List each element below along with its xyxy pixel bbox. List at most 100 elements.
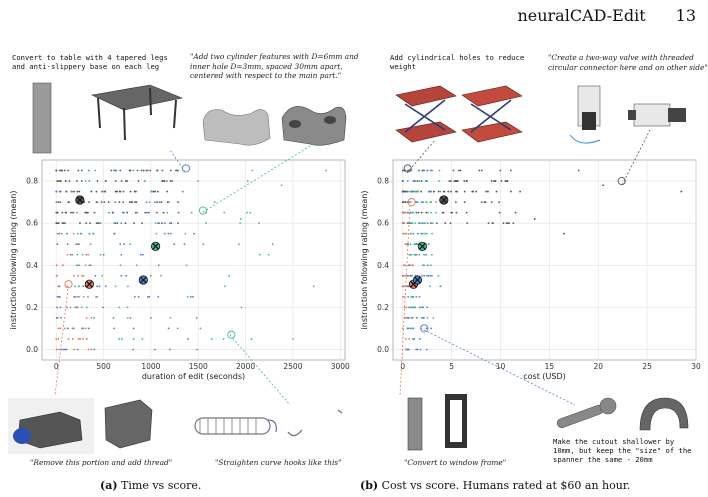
scatter-point bbox=[89, 222, 92, 225]
callout-hooks: "Straighten curve hooks like this" bbox=[215, 458, 342, 467]
scatter-point bbox=[120, 338, 123, 340]
scatter-point bbox=[61, 211, 64, 214]
bolt-thread-image bbox=[104, 399, 153, 449]
scatter-point bbox=[69, 253, 72, 256]
scatter-point bbox=[237, 243, 240, 246]
scatter-point bbox=[177, 211, 180, 214]
scatter-point bbox=[87, 327, 90, 330]
scatter-point bbox=[76, 253, 79, 256]
scatter-point bbox=[466, 180, 468, 182]
scatter-point bbox=[58, 295, 60, 298]
scatter-point bbox=[426, 274, 428, 277]
scatter-point bbox=[430, 211, 432, 214]
scatter-point bbox=[101, 190, 103, 193]
scatter-point bbox=[416, 180, 419, 182]
scatter-point bbox=[56, 243, 59, 246]
valve-image bbox=[569, 85, 686, 144]
scatter-point bbox=[63, 327, 66, 330]
scatter-point bbox=[149, 274, 152, 277]
scatter-point bbox=[426, 169, 429, 172]
scatter-point bbox=[94, 169, 97, 172]
scatter-point bbox=[127, 285, 129, 288]
scatter-point bbox=[163, 222, 166, 225]
scatter-point bbox=[412, 232, 415, 235]
scatter-point bbox=[90, 264, 92, 267]
scatter-point bbox=[420, 201, 423, 204]
scatter-point bbox=[487, 222, 490, 225]
header-title: neuralCAD-Edit bbox=[517, 6, 646, 25]
scatter-point bbox=[129, 169, 132, 172]
scatter-point bbox=[420, 274, 423, 277]
scatter-point bbox=[411, 316, 413, 319]
caption-b: (b) Cost vs score. Humans rated at $60 a… bbox=[360, 479, 630, 492]
scatter-point bbox=[161, 169, 164, 172]
scatter-point bbox=[123, 243, 125, 246]
scatter-point bbox=[495, 190, 498, 193]
scatter-point bbox=[459, 169, 462, 172]
scatter-point bbox=[87, 295, 89, 298]
scatter-point bbox=[76, 264, 78, 267]
scatter-point bbox=[407, 327, 410, 330]
scatter-point bbox=[196, 348, 198, 351]
scatter-point bbox=[82, 338, 84, 340]
scatter-point bbox=[416, 190, 419, 193]
scatter-point bbox=[116, 190, 118, 193]
scatter-point bbox=[66, 285, 69, 288]
scatter-point bbox=[411, 211, 414, 214]
scatter-point bbox=[168, 222, 171, 225]
scatter-point bbox=[57, 222, 60, 225]
scatter-point bbox=[280, 184, 283, 187]
scatter-point bbox=[185, 264, 188, 267]
scatter-point bbox=[490, 201, 493, 204]
scatter-point bbox=[126, 211, 128, 214]
scatter-point bbox=[146, 169, 149, 172]
scatter-point bbox=[177, 222, 179, 225]
scatter-point bbox=[118, 338, 120, 340]
scatter-point bbox=[83, 295, 85, 298]
scatter-point bbox=[99, 222, 102, 225]
scatter-point bbox=[169, 232, 172, 235]
scatter-point bbox=[210, 338, 213, 340]
scatter-point bbox=[422, 316, 425, 319]
callout-cylinders: "Add two cylinder features with D=6mm an… bbox=[190, 52, 359, 80]
scatter-point bbox=[118, 306, 121, 309]
scatter-point bbox=[407, 264, 410, 267]
scatter-point bbox=[437, 274, 440, 277]
x-tick-label: 0 bbox=[54, 362, 59, 371]
scatter-point bbox=[76, 243, 79, 246]
scatter-point bbox=[418, 338, 421, 340]
scatter-point bbox=[402, 169, 404, 172]
scatter-point bbox=[195, 316, 198, 319]
scatter-point bbox=[55, 169, 58, 172]
scatter-point bbox=[113, 222, 116, 225]
scatter-point bbox=[104, 190, 106, 193]
y-axis-label: instruction following rating (mean) bbox=[9, 191, 18, 330]
scatter-point bbox=[66, 327, 69, 330]
scatter-point bbox=[449, 180, 452, 182]
scatter-point bbox=[415, 211, 418, 214]
scatter-point bbox=[412, 327, 415, 330]
scatter-point bbox=[422, 222, 424, 225]
scatter-point bbox=[126, 180, 129, 182]
scatter-point bbox=[224, 285, 226, 288]
scatter-point bbox=[267, 253, 270, 256]
scatter-point bbox=[435, 222, 438, 225]
scatter-point bbox=[404, 211, 407, 214]
scatter-point bbox=[77, 338, 80, 340]
scatter-point bbox=[406, 222, 409, 225]
scatter-point bbox=[59, 201, 62, 204]
scatter-point bbox=[442, 211, 445, 214]
scatter-point bbox=[431, 169, 433, 172]
scatter-point bbox=[404, 232, 406, 235]
scatter-point bbox=[406, 243, 409, 246]
scatter-point bbox=[119, 190, 122, 193]
scatter-point bbox=[514, 211, 517, 214]
scatter-point bbox=[126, 316, 129, 319]
scatter-point bbox=[145, 211, 148, 214]
scatter-point bbox=[246, 180, 249, 182]
scatter-point bbox=[168, 348, 171, 351]
scatter-point bbox=[499, 169, 502, 172]
y-tick-label: 0.4 bbox=[26, 261, 38, 270]
